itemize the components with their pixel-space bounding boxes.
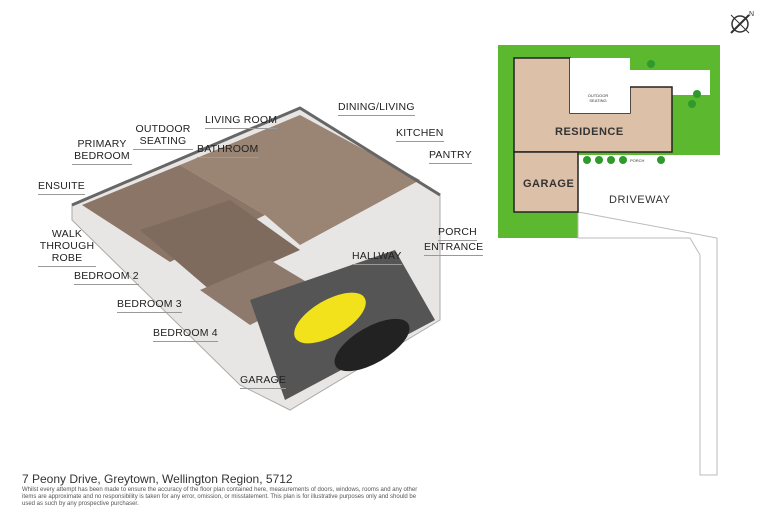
- label-garage: GARAGE: [240, 374, 287, 389]
- floor-plan-3d: [71, 106, 441, 411]
- label-pantry: PANTRY: [429, 149, 472, 164]
- label-living-room: LIVING ROOM: [205, 114, 278, 129]
- site-porch-label: PORCH: [630, 158, 645, 163]
- svg-text:N: N: [749, 11, 754, 18]
- label-bedroom-3: BEDROOM 3: [117, 298, 182, 313]
- north-arrow-icon: N: [730, 11, 754, 34]
- label-primary-bedroom: PRIMARY BEDROOM: [72, 138, 132, 165]
- label-hallway: HALLWAY: [352, 250, 402, 265]
- site-garage-label: GARAGE: [523, 178, 575, 190]
- label-outdoor-seating: OUTDOOR SEATING: [133, 123, 193, 150]
- label-bedroom-2: BEDROOM 2: [74, 270, 139, 285]
- site-driveway-label: DRIVEWAY: [609, 194, 671, 206]
- disclaimer: Whilst every attempt has been made to en…: [22, 487, 418, 507]
- site-residence-label: RESIDENCE: [555, 126, 624, 138]
- label-ensuite: ENSUITE: [38, 180, 85, 195]
- label-walk-through-robe: WALK THROUGH ROBE: [38, 228, 96, 267]
- site-garage: [513, 151, 579, 213]
- label-entrance: ENTRANCE: [424, 241, 484, 256]
- label-kitchen: KITCHEN: [396, 127, 444, 142]
- site-outdoor-seating-label: OUTDOOR SEATING: [587, 93, 609, 103]
- label-bedroom-4: BEDROOM 4: [153, 327, 218, 342]
- label-porch: PORCH: [438, 226, 477, 241]
- label-dining-living: DINING/LIVING: [338, 101, 415, 116]
- label-bathroom: BATHROOM: [197, 143, 259, 158]
- property-address: 7 Peony Drive, Greytown, Wellington Regi…: [22, 472, 293, 486]
- yellow-car: [294, 292, 366, 344]
- black-car: [334, 318, 410, 372]
